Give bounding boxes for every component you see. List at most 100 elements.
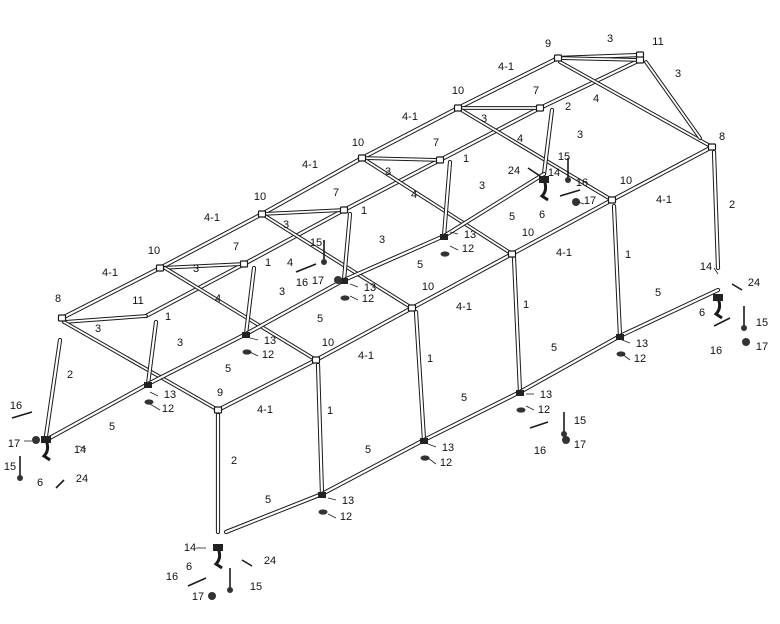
lock-pin	[241, 559, 253, 567]
part-label-24: 24	[76, 473, 88, 485]
front-left-corner-kit	[213, 544, 223, 570]
part-label-24: 24	[264, 555, 276, 567]
rafter-tube	[260, 208, 346, 216]
part-label-16: 16	[10, 400, 22, 412]
part-label-24: 24	[748, 277, 760, 289]
part-label-6: 6	[37, 477, 43, 489]
part-label-6: 6	[186, 561, 192, 573]
part-label-15: 15	[558, 151, 570, 163]
ground-stake	[561, 412, 567, 437]
eave-connector	[435, 156, 445, 164]
part-label-8: 8	[55, 293, 61, 305]
rear-leg-tube	[243, 265, 257, 337]
part-label-1: 1	[165, 311, 171, 323]
lock-pin	[731, 283, 743, 291]
foot-pad	[32, 436, 40, 444]
part-label-10: 10	[620, 175, 632, 187]
base-plate-fitting	[340, 278, 350, 301]
rafter-tube	[260, 212, 414, 310]
part-label-11: 11	[132, 295, 143, 307]
part-label-1: 1	[463, 153, 469, 165]
part-label-10: 10	[148, 245, 160, 257]
part-label-13: 13	[364, 282, 376, 294]
lock-pin	[713, 317, 731, 327]
part-label-3: 3	[607, 33, 613, 45]
part-label-5: 5	[551, 342, 557, 354]
part-label-4: 4	[215, 293, 221, 305]
part-label-13: 13	[540, 389, 552, 401]
part-label-5: 5	[461, 392, 467, 404]
part-label-12: 12	[538, 404, 550, 416]
base-plate-fitting	[318, 492, 328, 515]
leader-line	[427, 443, 437, 448]
part-label-1: 1	[327, 405, 333, 417]
front-eave-tube	[215, 357, 319, 413]
base-plate-fitting	[516, 390, 526, 413]
lock-pin	[55, 479, 65, 489]
front-leg-tube	[315, 362, 325, 497]
rafter-tube	[62, 314, 148, 324]
lock-pin	[11, 411, 33, 419]
part-label-2: 2	[67, 369, 73, 381]
part-label-4-1: 4-1	[358, 350, 374, 362]
leader-line	[77, 445, 87, 450]
ridge-tube	[157, 211, 265, 271]
part-label-12: 12	[340, 511, 352, 523]
lock-pin	[295, 263, 317, 273]
part-label-3: 3	[95, 323, 101, 335]
part-label-15: 15	[250, 581, 262, 593]
part-label-12: 12	[362, 293, 374, 305]
foot-pad	[208, 592, 216, 600]
rafter-tube	[62, 320, 220, 412]
part-label-14: 14	[74, 444, 86, 456]
front-leg-tube	[711, 149, 721, 271]
part-label-12: 12	[440, 457, 452, 469]
front-base-rail	[617, 287, 721, 339]
rear-leg-tube	[441, 159, 453, 239]
part-label-3: 3	[177, 337, 183, 349]
base-plate-fitting	[420, 438, 430, 461]
part-label-15: 15	[574, 415, 586, 427]
part-label-4: 4	[593, 93, 599, 105]
lock-pin	[529, 421, 549, 429]
rear-base-rail	[145, 331, 249, 387]
part-label-10: 10	[422, 281, 434, 293]
ridge-connector	[357, 154, 367, 162]
part-label-2: 2	[231, 455, 237, 467]
eave-connector	[311, 356, 321, 364]
base-plate-fitting	[242, 332, 252, 355]
part-label-16: 16	[296, 277, 308, 289]
leader-line	[349, 283, 359, 288]
part-label-5: 5	[655, 287, 661, 299]
part-label-12: 12	[634, 353, 646, 365]
ridge-connector	[257, 210, 267, 218]
leader-line	[449, 245, 459, 251]
front-right-corner-kit	[713, 294, 723, 320]
leader-line	[149, 391, 159, 397]
rear-base-rail	[441, 171, 547, 239]
foot-pad	[742, 338, 750, 346]
rear-right-corner-kit	[539, 176, 549, 202]
eave-connector	[213, 406, 223, 414]
front-leg-tube	[611, 203, 623, 339]
part-label-7: 7	[333, 187, 339, 199]
rafter-tube	[360, 156, 442, 162]
rear-leg-tube	[541, 107, 555, 177]
part-label-4-1: 4-1	[498, 61, 514, 73]
part-label-4-1: 4-1	[402, 111, 418, 123]
part-label-13: 13	[636, 338, 648, 350]
part-label-3: 3	[283, 219, 289, 231]
rafter-tube	[556, 56, 642, 62]
leader-line	[249, 351, 259, 357]
rear-leg-tube	[341, 211, 353, 283]
leader-line	[621, 353, 631, 361]
part-label-15: 15	[756, 317, 768, 329]
eave-connector	[407, 304, 417, 312]
leader-line	[525, 405, 535, 411]
ground-stake	[227, 568, 233, 593]
ridge-connector	[155, 264, 165, 272]
rafter-tube	[158, 262, 246, 270]
part-label-1: 1	[265, 257, 271, 269]
eave-connector	[607, 196, 617, 204]
